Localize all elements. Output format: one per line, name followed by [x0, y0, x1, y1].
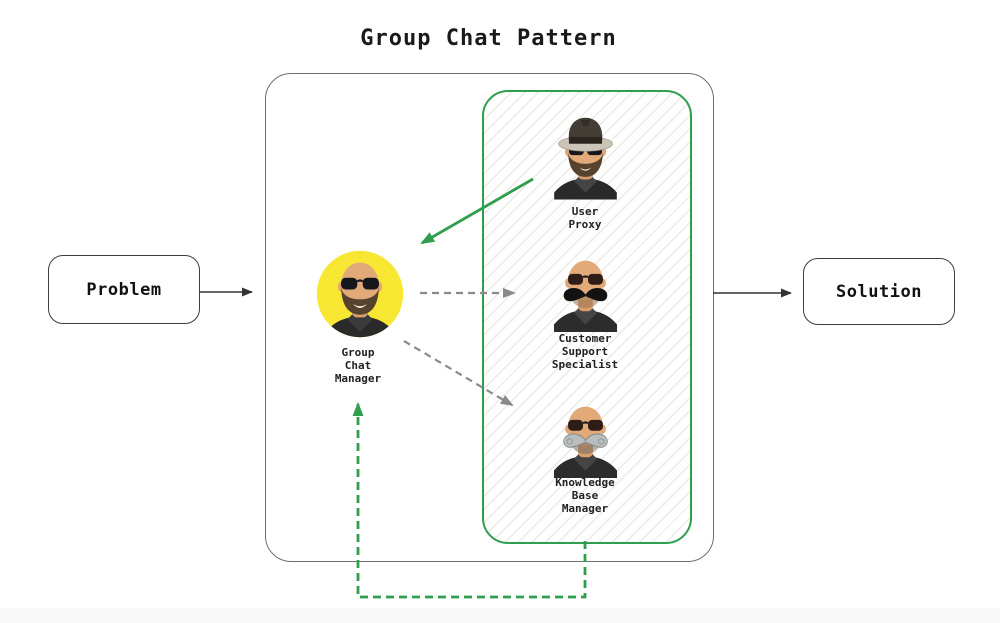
group-chat-manager-avatar	[316, 250, 404, 338]
label-line: Knowledge	[555, 476, 615, 489]
knowledge-base-manager-label: Knowledge Base Manager	[505, 476, 665, 515]
knowledge-base-manager-avatar	[553, 406, 618, 478]
problem-node: Problem	[48, 255, 200, 324]
label-line: Specialist	[551, 358, 619, 371]
customer-support-specialist-avatar	[553, 260, 618, 332]
label-line: Customer	[558, 332, 612, 345]
group-chat-manager-label: Group Chat Manager	[278, 346, 438, 385]
label-line: User	[571, 205, 599, 218]
label-line: Proxy	[568, 218, 602, 231]
label-line: Group	[341, 346, 375, 359]
problem-label: Problem	[86, 279, 162, 300]
bottom-edge-strip	[0, 608, 1000, 623]
user-proxy-avatar	[554, 117, 617, 200]
label-line: Support	[561, 345, 609, 358]
solution-label: Solution	[836, 281, 922, 302]
user-proxy-label: User Proxy	[505, 205, 665, 231]
label-line: Base	[571, 489, 599, 502]
customer-support-specialist-label: Customer Support Specialist	[505, 332, 665, 371]
label-line: Chat	[344, 359, 372, 372]
diagram-title: Group Chat Pattern	[360, 26, 617, 51]
label-line: Manager	[334, 372, 382, 385]
label-line: Manager	[561, 502, 609, 515]
solution-node: Solution	[803, 258, 955, 325]
